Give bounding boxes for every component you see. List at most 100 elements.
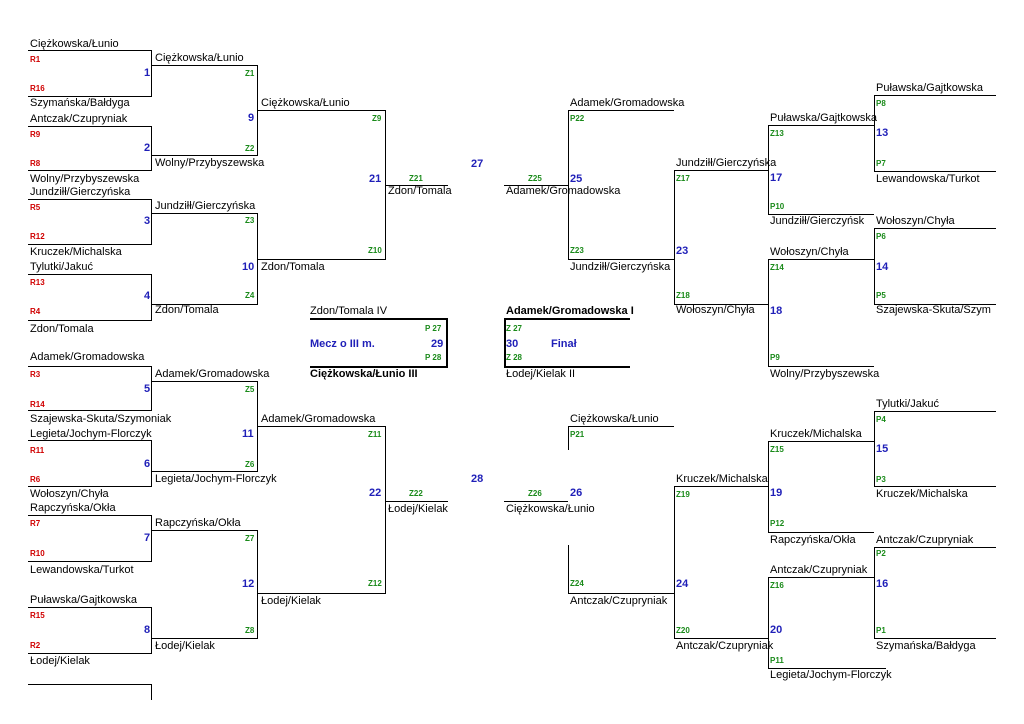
game-code: P10 (770, 202, 785, 211)
team-name: Wolny/Przybyszewska (30, 173, 140, 185)
bracket-line (152, 638, 258, 639)
team-name: Wolny/Przybyszewska (770, 368, 880, 380)
team-name: Jundziłł/Gierczyńska (570, 261, 671, 273)
match-number: 7 (144, 532, 151, 544)
match-number: 28 (471, 473, 484, 485)
game-code: Z6 (245, 460, 255, 469)
game-code: Z25 (528, 174, 542, 183)
bracket-line (28, 410, 152, 411)
bracket-line (152, 213, 258, 214)
match-number: 18 (770, 305, 783, 317)
team-name: Jundziłł/Gierczyńska (30, 186, 131, 198)
team-name: Kruczek/Michalska (770, 428, 862, 440)
bracket-line (152, 65, 258, 66)
match-number: 9 (248, 112, 255, 124)
bracket-line (28, 515, 152, 516)
bracket-line (674, 170, 768, 171)
bracket-line (674, 486, 675, 638)
bracket-line (874, 638, 996, 639)
match-number: 5 (144, 383, 151, 395)
match-number: 27 (471, 158, 484, 170)
team-name: Ciężkowska/Łunio (30, 38, 119, 50)
seed-code: R9 (30, 130, 41, 139)
seed-code: R4 (30, 307, 41, 316)
bracket-line (768, 214, 874, 215)
bracket-line (258, 110, 386, 111)
team-name: Antczak/Czupryniak (676, 640, 774, 652)
bracket-line (568, 545, 569, 561)
seed-code: R11 (30, 446, 45, 455)
match-number: 13 (876, 127, 889, 139)
seed-code: R7 (30, 519, 41, 528)
bracket-line (874, 547, 875, 638)
game-code: Z15 (770, 445, 784, 454)
bracket-line (568, 426, 569, 450)
team-name: Antczak/Czupryniak (876, 534, 974, 546)
team-name: Adamek/Gromadowska (506, 185, 621, 197)
team-name: Ciężkowska/Łunio (261, 97, 350, 109)
match-number: 15 (876, 443, 889, 455)
bracket-line (768, 441, 769, 532)
bracket-line (28, 440, 152, 441)
bracket-line (28, 561, 152, 562)
match-number: 10 (242, 261, 255, 273)
seed-code: R12 (30, 232, 45, 241)
bracket-line (874, 547, 996, 548)
team-name: Kruczek/Michalska (876, 488, 968, 500)
bracket-line (768, 125, 874, 126)
game-code: P2 (876, 549, 886, 558)
team-name: Zdon/Tomala IV (310, 305, 388, 317)
match-number: 4 (144, 290, 151, 302)
bracket-line (28, 96, 152, 97)
seed-code: R10 (30, 549, 45, 558)
team-name: Wołoszyn/Chyła (876, 215, 955, 227)
game-code: Z13 (770, 129, 784, 138)
match-number: 29 (431, 338, 444, 350)
team-name: Ciężkowska/Łunio III (310, 368, 418, 380)
bracket-line (151, 607, 152, 653)
bracket-line (874, 228, 996, 229)
match-number: 1 (144, 67, 151, 79)
bracket-line (28, 170, 152, 171)
bracket-line (151, 50, 152, 96)
match-number: 12 (242, 578, 255, 590)
team-name: Puławska/Gajtkowska (770, 112, 877, 124)
game-code: Z2 (245, 144, 255, 153)
match-number: 2 (144, 142, 151, 154)
bracket-line (874, 411, 996, 412)
bracket-line (152, 381, 258, 382)
game-code: Z7 (245, 534, 255, 543)
bracket-line (504, 366, 630, 368)
seed-code: R15 (30, 611, 45, 620)
bracket-line (385, 110, 386, 259)
game-code: P9 (770, 353, 780, 362)
bracket-line (768, 441, 874, 442)
seed-code: R14 (30, 400, 45, 409)
bracket-line (28, 274, 152, 275)
bracket-line (874, 411, 875, 486)
game-code: Z17 (676, 174, 690, 183)
bracket-line (874, 171, 996, 172)
team-name: Adamek/Gromadowska (30, 351, 145, 363)
game-code: Z20 (676, 626, 690, 635)
game-code: P7 (876, 159, 886, 168)
bracket-line (28, 684, 152, 685)
bracket-line (768, 532, 874, 533)
match-number: 25 (570, 173, 583, 185)
bracket-line (504, 318, 506, 367)
team-name: Rapczyńska/Okła (155, 517, 241, 529)
bracket-line (768, 259, 769, 366)
match-number: 19 (770, 487, 783, 499)
team-name: Kruczek/Michalska (676, 473, 768, 485)
match-number: 26 (570, 487, 583, 499)
match-number: 23 (676, 245, 689, 257)
bracket-line (28, 320, 152, 321)
team-name: Lewandowska/Turkot (30, 564, 134, 576)
team-name: Szymańska/Bałdyga (876, 640, 976, 652)
match-number: 11 (242, 428, 254, 440)
seed-code: R5 (30, 203, 41, 212)
bracket-line (257, 65, 258, 155)
match-number: Finał (551, 338, 577, 350)
bracket-line (28, 50, 152, 51)
bracket-line (28, 244, 152, 245)
